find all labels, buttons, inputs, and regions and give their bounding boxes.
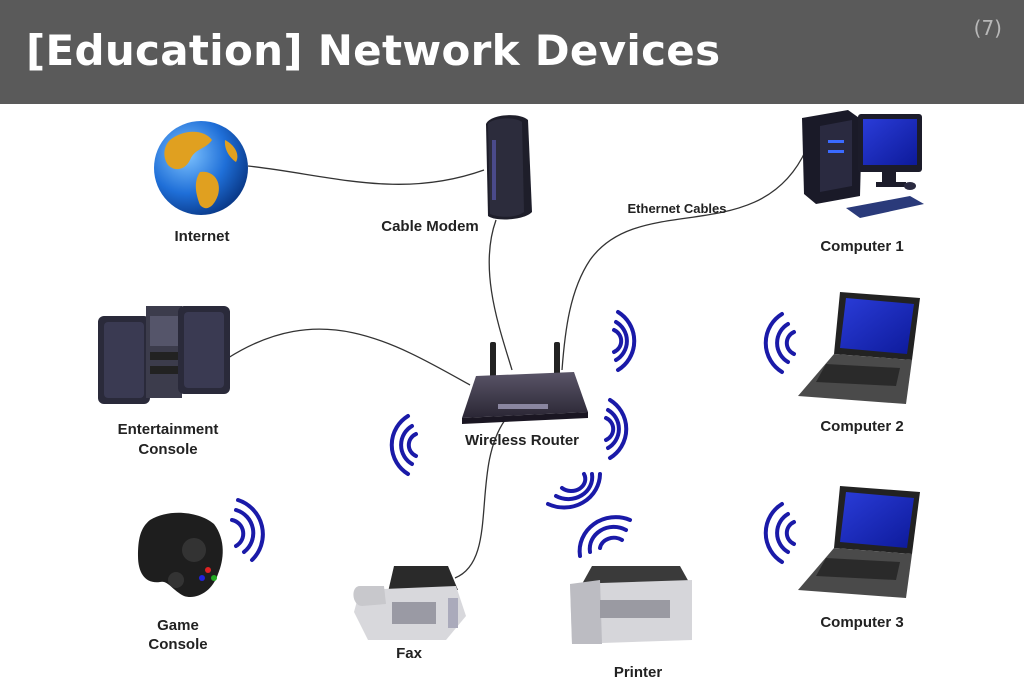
label-internet: Internet [174,228,229,245]
label-game-line1: Game [157,617,199,634]
signal-waves-router-right [604,398,629,460]
ethernet-cables [227,149,807,579]
cable-modem-icon [486,115,532,220]
signal-waves-computer2 [763,312,796,374]
game-controller-icon [138,512,223,598]
page-number: (7) [973,16,1002,40]
printer-icon [570,566,692,644]
laptop-icon [798,486,920,598]
signal-waves-router-lower [546,472,602,510]
fax-machine-icon [353,566,466,640]
laptop-icon [798,292,920,404]
globe-icon [154,121,248,215]
label-wireless-router: Wireless Router [465,432,579,449]
label-entertainment-line1: Entertainment [118,421,219,438]
label-cable-modem: Cable Modem [381,218,479,235]
signal-waves-router-upper [612,310,637,372]
label-ethernet-cables: Ethernet Cables [628,201,727,216]
label-game-line2: Console [148,636,207,653]
label-computer1: Computer 1 [820,238,903,255]
label-computer2: Computer 2 [820,418,903,435]
cable-router-fax [454,419,506,579]
cable-entertainment-router [227,328,471,386]
label-computer3: Computer 3 [820,614,903,631]
cable-modem-router [488,219,513,371]
signal-waves-left [389,414,418,476]
stereo-console-icon [98,306,230,404]
slide-header: [Education] Network Devices (7) [0,0,1024,104]
signal-waves-computer3 [763,502,796,564]
label-printer: Printer [614,664,663,681]
signal-waves-game-console [230,498,265,562]
label-entertainment-line2: Console [138,441,197,458]
wireless-router-icon [462,342,588,424]
signal-waves-printer [577,515,632,558]
slide-title: [Education] Network Devices [26,26,721,75]
cable-computer1-router [561,149,807,371]
wifi-signal-icons [230,310,796,564]
cable-internet-modem [247,165,485,185]
desktop-computer-icon [802,110,924,218]
label-fax: Fax [396,645,423,662]
